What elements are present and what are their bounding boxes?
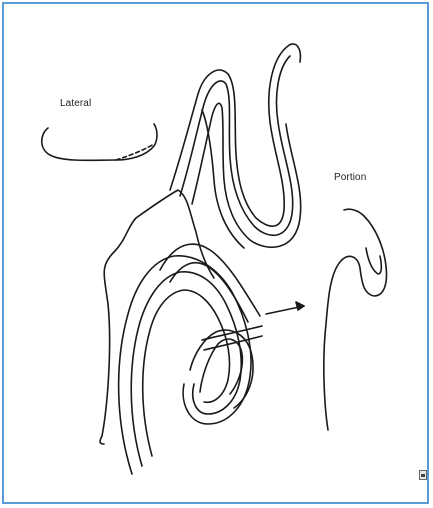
lateral-sketch (42, 124, 157, 160)
anatomy-diagram (4, 4, 427, 502)
figure-frame: Lateral Portion (2, 2, 429, 504)
outer-contour (100, 190, 214, 444)
portion-sketch (324, 209, 387, 430)
band-crossing (202, 326, 262, 350)
label-lateral: Lateral (60, 98, 91, 109)
upper-folds (170, 44, 301, 248)
lateral-curve (42, 124, 157, 160)
lower-loops (119, 244, 260, 474)
label-portion: Portion (334, 172, 366, 183)
resize-handle-icon[interactable] (419, 470, 427, 480)
arrow-right-icon (266, 302, 304, 314)
